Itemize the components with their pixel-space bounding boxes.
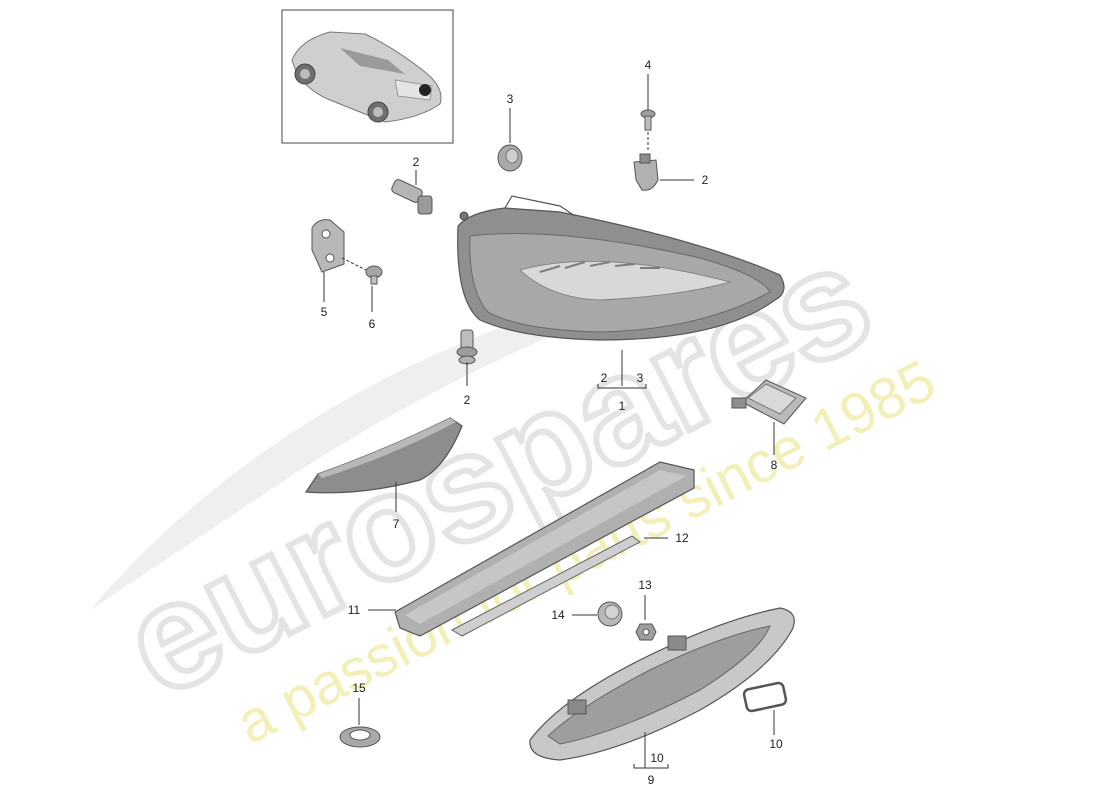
part-12-seal-strip	[450, 535, 641, 637]
callout-4: 4	[645, 58, 652, 72]
callout-14: 14	[551, 608, 565, 622]
part-2-bulb-holder-top	[633, 153, 659, 191]
part-2-stud-lower	[456, 329, 478, 365]
part-6-bolt	[365, 265, 383, 285]
callout-2-bulb-holder: 2	[702, 173, 709, 187]
part-3-grommet	[497, 144, 523, 172]
callout-10: 10	[769, 737, 783, 751]
callout-5: 5	[321, 305, 328, 319]
part-1-tail-light	[457, 195, 785, 341]
callout-2-stud: 2	[464, 393, 471, 407]
car-icon	[291, 31, 442, 123]
callout-1-sub-3: 3	[637, 371, 644, 385]
callout-1: 1	[619, 399, 626, 413]
part-8-plate-light	[731, 379, 807, 425]
part-7-reflector	[304, 417, 463, 494]
part-5-bracket	[311, 219, 345, 273]
callout-8: 8	[771, 458, 778, 472]
callout-9-sub-10: 10	[650, 751, 664, 765]
callout-13: 13	[638, 578, 652, 592]
callout-3: 3	[507, 92, 514, 106]
callout-6: 6	[369, 317, 376, 331]
part-4-screw	[640, 109, 656, 131]
callout-7: 7	[393, 517, 400, 531]
part-11-trim-panel	[394, 461, 695, 637]
part-15-ring	[339, 726, 381, 748]
callout-15: 15	[352, 681, 366, 695]
part-10-gasket	[742, 681, 788, 713]
callout-labels: 1 2 3 2 2 2 3 4 5 6 7 8 9 10 10 11 12 13…	[321, 58, 783, 787]
leader-lines	[323, 74, 775, 769]
callout-9: 9	[648, 773, 655, 787]
callout-11: 11	[348, 603, 361, 617]
callout-12: 12	[675, 531, 689, 545]
car-thumbnail	[281, 9, 454, 144]
part-14-cap	[597, 601, 623, 627]
part-13-nut	[635, 623, 657, 641]
callout-1-sub-2: 2	[601, 371, 608, 385]
callout-2-holder: 2	[413, 155, 420, 169]
part-9-third-brake-light	[529, 607, 795, 761]
part-2-holder-left	[391, 179, 433, 215]
